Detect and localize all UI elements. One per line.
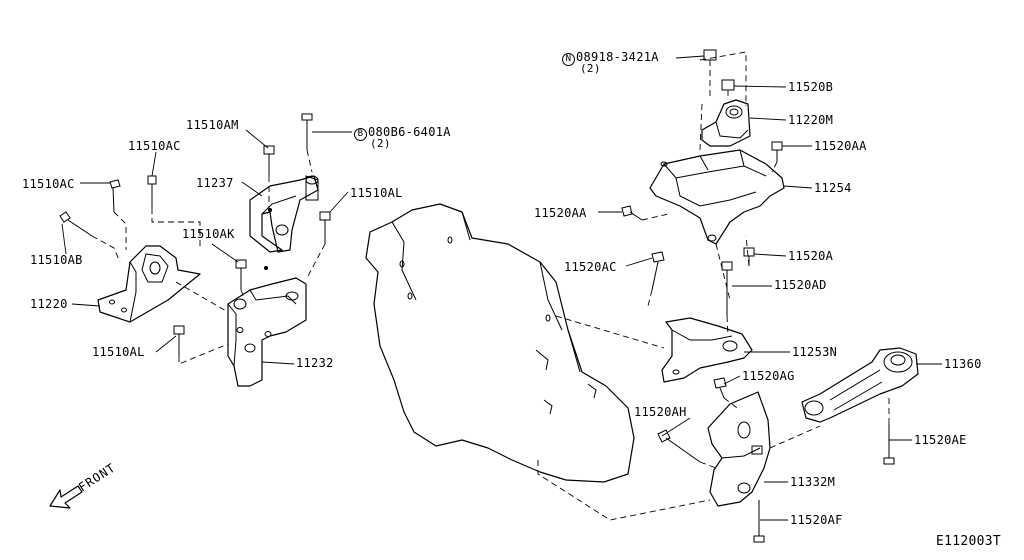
part-label-p27: 11232 [296,356,334,370]
n-mark-icon: N [562,53,575,66]
diagram-code: E112003T [936,534,1002,549]
part-label-p11: 11360 [944,357,982,371]
part-label-p1-qty: (2) [580,62,601,75]
right-bracket-tray [649,149,785,245]
part-label-p3: 11220M [788,113,834,127]
part-label-p20: 11510AC [128,139,181,153]
part-label-p24: 11510AB [30,253,83,267]
bolts [59,49,895,543]
part-label-p15: 11332M [790,475,836,489]
part-label-p22: 11510AL [350,186,403,200]
part-label-p19: 11510AC [22,177,75,191]
upper-bracket [249,175,319,253]
part-label-p23: 11510AK [182,227,235,241]
rear-bracket [707,391,771,507]
part-label-p17: 11510AM [186,118,239,132]
part-label-p16: 11520AF [790,513,843,527]
part-label-p8: 11520AC [564,260,617,274]
front-label: FRONT [76,460,118,494]
left-engine-mount [97,245,201,323]
right-insulator [701,99,751,147]
part-label-p12: 11520AG [742,369,795,383]
part-label-p14: 11520AE [914,433,967,447]
torque-rod [801,347,919,423]
part-label-p9: 11520AD [774,278,827,292]
leader-lines [61,55,942,521]
engine-block [365,203,635,483]
part-number: 080B6-6401A [368,125,451,139]
part-label-p6: 11520AA [534,206,587,220]
part-label-p26: 11510AL [92,345,145,359]
front-direction-arrow-icon: FRONT [49,460,118,509]
b-mark-icon: B [354,128,367,141]
part-label-p10: 11253N [792,345,838,359]
lower-bracket [661,317,753,383]
part-label-p4: 11520AA [814,139,867,153]
part-label-p21: 11237 [196,176,234,190]
part-label-p2: 11520B [788,80,834,94]
part-label-p18-qty: (2) [370,137,391,150]
part-number: 08918-3421A [576,50,659,64]
part-label-p7: 11520A [788,249,834,263]
left-bracket [227,277,307,387]
part-label-p25: 11220 [30,297,68,311]
part-label-p13: 11520AH [634,405,687,419]
assembly-lines [91,51,890,521]
part-label-p5: 11254 [814,181,852,195]
